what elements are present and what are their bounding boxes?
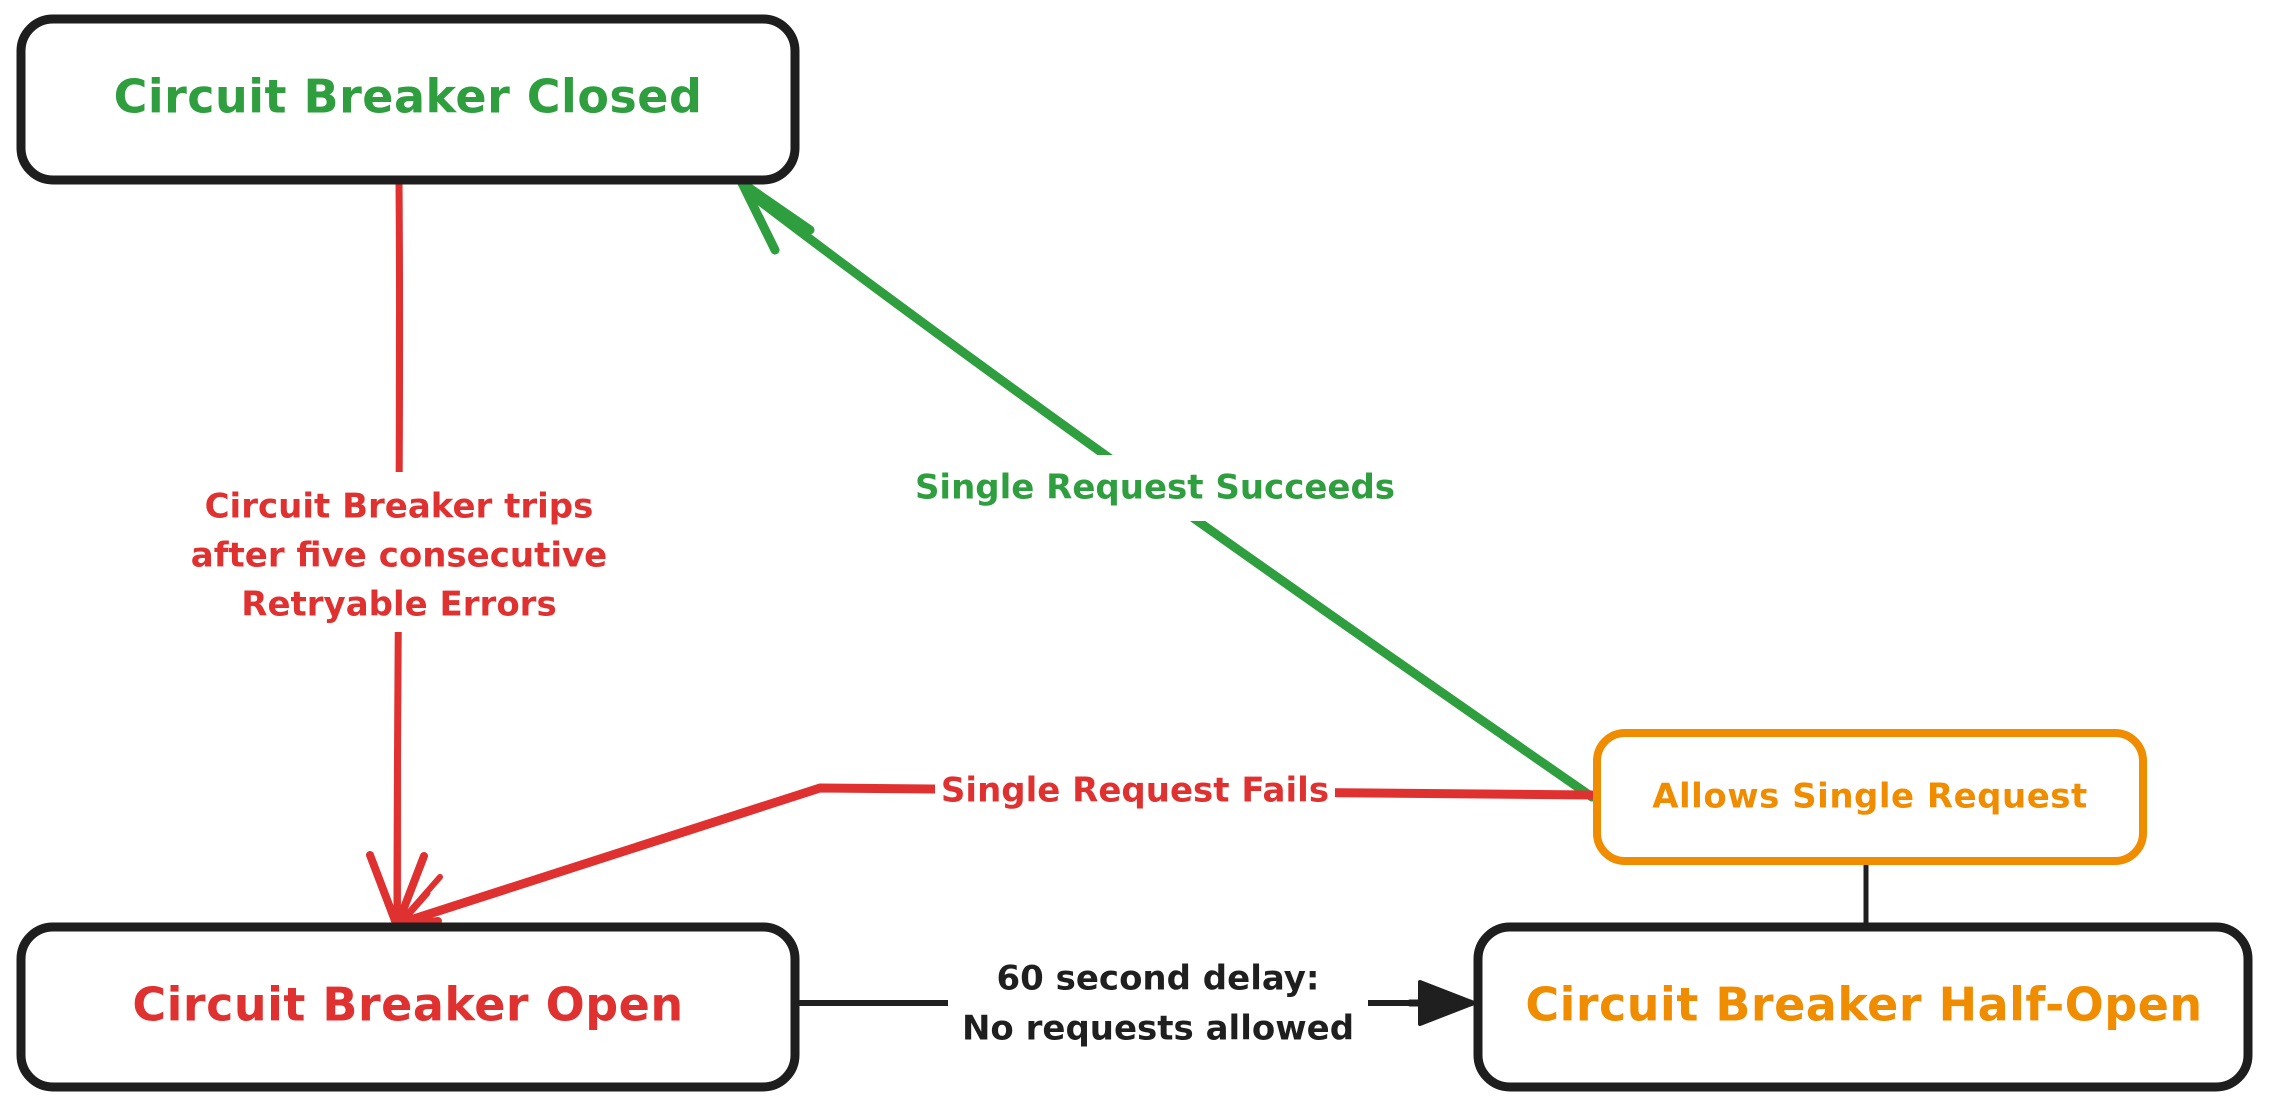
node-closed-label: Circuit Breaker Closed bbox=[114, 70, 703, 124]
edge-label-allows-to-closed: Single Request Succeeds bbox=[905, 455, 1405, 521]
edge-label-closed-to-open-line3: Retryable Errors bbox=[241, 585, 556, 625]
node-halfopen-label: Circuit Breaker Half-Open bbox=[1525, 978, 2202, 1032]
edge-allows-to-closed-arrowhead-upper bbox=[737, 178, 815, 235]
node-closed-box bbox=[16, 14, 800, 185]
node-circuit-breaker-closed[interactable]: Circuit Breaker Closed bbox=[16, 14, 800, 185]
node-circuit-breaker-half-open[interactable]: Circuit Breaker Half-Open bbox=[1473, 922, 2253, 1092]
edge-open-to-halfopen[interactable] bbox=[797, 980, 1476, 1026]
edge-label-open-to-halfopen-line2: No requests allowed bbox=[962, 1009, 1354, 1049]
edge-label-allows-to-open-text: Single Request Fails bbox=[941, 771, 1329, 811]
node-halfopen-box bbox=[1473, 922, 2253, 1092]
edge-closed-to-open-arrowhead-right bbox=[393, 852, 428, 930]
node-circuit-breaker-open[interactable]: Circuit Breaker Open bbox=[16, 922, 800, 1092]
edge-label-allows-to-open: Single Request Fails bbox=[935, 762, 1335, 822]
edge-label-allows-to-open-bg bbox=[935, 762, 1335, 822]
node-open-box bbox=[16, 922, 800, 1092]
edge-label-closed-to-open: Circuit Breaker trips after five consecu… bbox=[178, 472, 620, 632]
edge-closed-to-open-arrowhead-left bbox=[366, 851, 401, 930]
edge-label-open-to-halfopen-line1: 60 second delay: bbox=[996, 959, 1319, 999]
node-allows-single-request[interactable]: Allows Single Request bbox=[1593, 729, 2147, 865]
edge-allows-to-open-arrowhead-diag bbox=[394, 889, 431, 930]
edge-label-open-to-halfopen: 60 second delay: No requests allowed bbox=[948, 948, 1368, 1060]
edge-allows-to-closed-arrowhead-lower bbox=[737, 178, 780, 255]
edge-label-closed-to-open-bg bbox=[178, 472, 620, 632]
edge-open-to-halfopen-arrowhead bbox=[1418, 980, 1476, 1026]
edge-label-closed-to-open-line2: after five consecutive bbox=[191, 536, 607, 576]
edge-label-allows-to-closed-bg bbox=[905, 455, 1405, 521]
node-open-label: Circuit Breaker Open bbox=[132, 978, 683, 1032]
edge-label-allows-to-closed-text: Single Request Succeeds bbox=[915, 468, 1395, 508]
edge-label-closed-to-open-line1: Circuit Breaker trips bbox=[205, 487, 594, 527]
node-allows-box bbox=[1593, 729, 2147, 865]
edge-label-open-to-halfopen-bg bbox=[948, 948, 1368, 1060]
node-allows-label: Allows Single Request bbox=[1652, 777, 2088, 817]
